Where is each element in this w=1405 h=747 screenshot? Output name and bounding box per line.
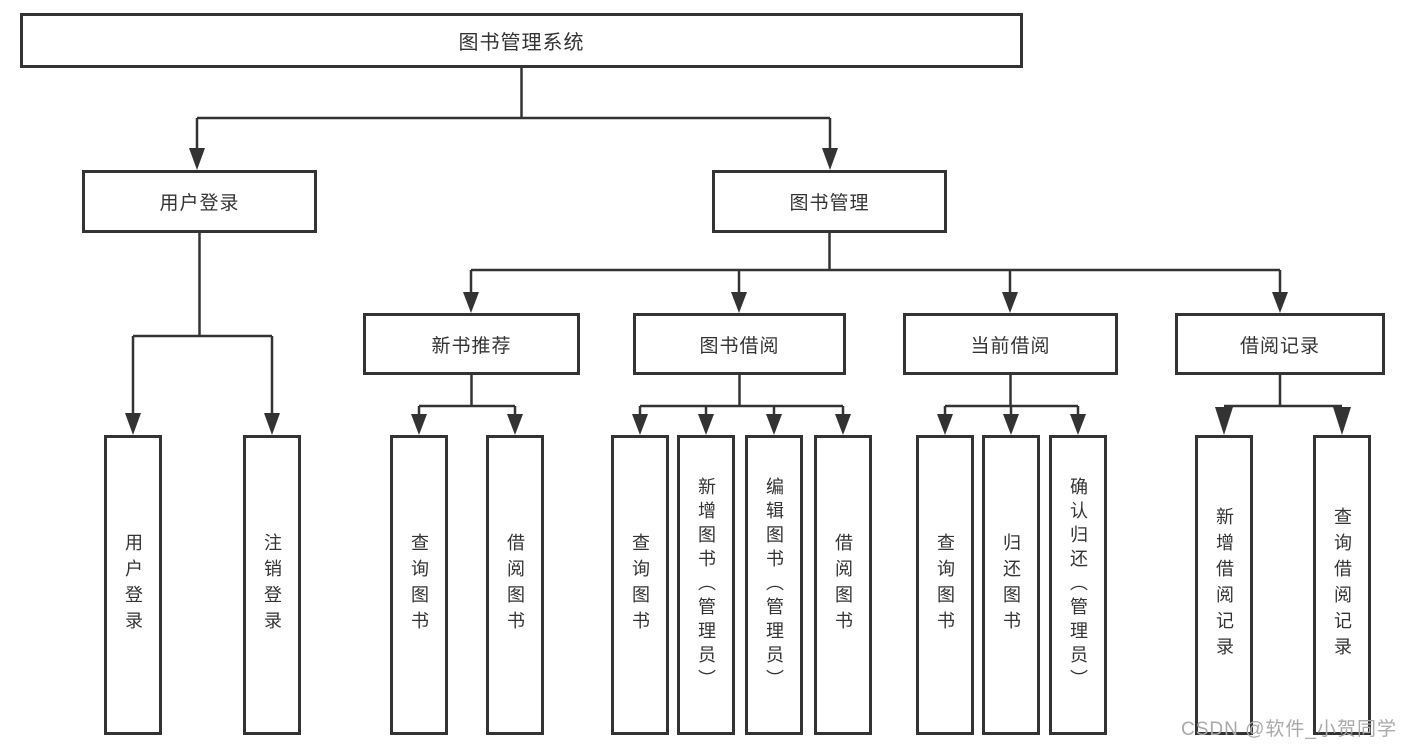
node-user-login: 用户登录 <box>82 170 317 233</box>
leaf-confirm-return-admin: 确认归还（管理员） <box>1049 435 1107 735</box>
node-label: 当前借阅 <box>970 335 1051 357</box>
leaf-label: 新增图书（管理员） <box>696 477 716 693</box>
leaf-user-login: 用户登录 <box>104 435 162 735</box>
leaf-label: 新增借阅记录 <box>1214 507 1234 663</box>
arrowhead <box>731 292 747 313</box>
arrowhead <box>1333 407 1351 435</box>
connector-current-borrowing <box>937 375 1086 435</box>
arrowhead <box>937 414 953 435</box>
connector-book-management <box>463 233 1288 313</box>
leaf-label: 查询图书 <box>630 533 650 637</box>
leaf-label: 查询图书 <box>409 533 429 637</box>
arrowhead <box>822 148 838 170</box>
arrowhead <box>507 414 523 435</box>
arrowhead <box>125 413 141 435</box>
arrowhead <box>411 414 427 435</box>
node-label: 新书推荐 <box>431 335 512 357</box>
arrowhead <box>1070 414 1086 435</box>
leaf-query-books-borrowing: 查询图书 <box>611 435 669 735</box>
arrowhead <box>189 148 205 170</box>
leaf-logout: 注销登录 <box>243 435 301 735</box>
leaf-borrow-books-borrowing: 借阅图书 <box>814 435 872 735</box>
arrowhead <box>835 414 851 435</box>
leaf-label: 用户登录 <box>123 533 143 637</box>
arrowhead <box>698 414 714 435</box>
connector-new-book <box>411 375 523 435</box>
node-book-borrowing: 图书借阅 <box>633 313 846 375</box>
leaf-return-books: 归还图书 <box>982 435 1040 735</box>
leaf-query-books-recommend: 查询图书 <box>390 435 448 735</box>
node-label: 借阅记录 <box>1239 335 1320 357</box>
leaf-label: 注销登录 <box>262 533 282 637</box>
node-label: 图书借阅 <box>699 335 780 357</box>
node-current-borrowing: 当前借阅 <box>903 313 1118 375</box>
leaf-label: 编辑图书（管理员） <box>764 477 784 693</box>
node-book-management: 图书管理 <box>712 170 947 233</box>
arrowhead <box>1215 407 1233 435</box>
node-library-system: 图书管理系统 <box>20 13 1023 68</box>
arrowhead <box>1272 292 1288 313</box>
node-label: 图书管理 <box>789 193 870 214</box>
leaf-query-books-current: 查询图书 <box>916 435 974 735</box>
node-label: 图书管理系统 <box>458 32 585 54</box>
leaf-label: 查询图书 <box>935 533 955 637</box>
leaf-borrow-books-recommend: 借阅图书 <box>486 435 544 735</box>
node-new-book-recommendation: 新书推荐 <box>363 313 580 375</box>
leaf-label: 归还图书 <box>1001 533 1021 637</box>
leaf-add-borrow-record: 新增借阅记录 <box>1195 435 1253 735</box>
connector-borrowing-records <box>1215 375 1351 435</box>
node-borrowing-records: 借阅记录 <box>1175 313 1385 375</box>
leaf-query-borrow-record: 查询借阅记录 <box>1313 435 1371 735</box>
leaf-add-books-admin: 新增图书（管理员） <box>677 435 735 735</box>
leaf-edit-books-admin: 编辑图书（管理员） <box>745 435 803 735</box>
arrowhead <box>264 413 280 435</box>
watermark: CSDN @软件_小贺同学 <box>1181 719 1397 740</box>
arrowhead <box>1003 414 1019 435</box>
arrowhead <box>766 414 782 435</box>
leaf-label: 借阅图书 <box>505 533 525 637</box>
arrowhead <box>1002 292 1018 313</box>
connector-book-borrowing <box>632 375 851 435</box>
connector-root <box>189 68 838 170</box>
leaf-label: 查询借阅记录 <box>1332 507 1352 663</box>
connector-user-login <box>125 233 280 435</box>
arrowhead <box>463 292 479 313</box>
leaf-label: 确认归还（管理员） <box>1068 477 1088 693</box>
leaf-label: 借阅图书 <box>833 533 853 637</box>
node-label: 用户登录 <box>159 193 240 214</box>
arrowhead <box>632 414 648 435</box>
